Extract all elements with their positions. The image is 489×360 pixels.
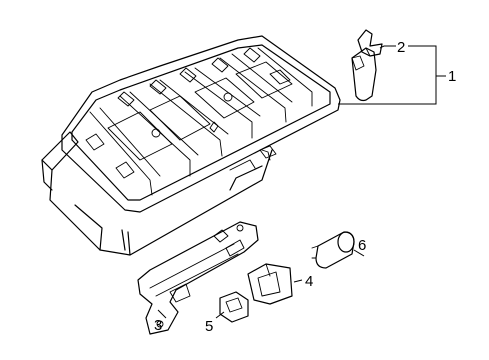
gasket-part xyxy=(219,291,249,323)
relay-cover-part xyxy=(247,263,293,305)
callout-6: 6 xyxy=(358,237,366,254)
callout-1: 1 xyxy=(448,68,456,85)
callout-4: 4 xyxy=(305,273,313,290)
callout-5: 5 xyxy=(205,318,213,335)
callout-2: 2 xyxy=(397,39,405,56)
leader-lines xyxy=(157,45,446,319)
relay-part xyxy=(311,231,355,269)
callout-3: 3 xyxy=(154,317,162,334)
fuse-relay-box xyxy=(41,35,341,256)
latch-part xyxy=(351,29,383,102)
mounting-bracket xyxy=(137,221,259,335)
